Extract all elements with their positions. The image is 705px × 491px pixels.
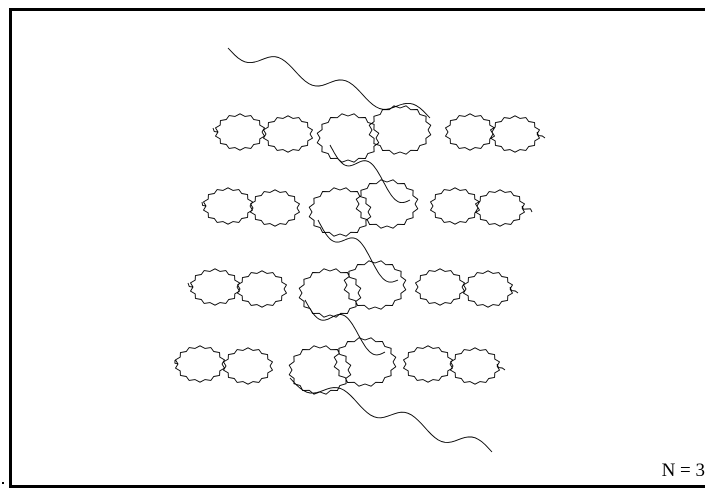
loop-row2-a (203, 187, 253, 225)
spike-left-row1 (212, 127, 219, 133)
connector-3-4 (304, 299, 386, 356)
loop-row4-c (288, 345, 352, 395)
curve-bottom-tail (289, 377, 493, 453)
loop-row4-e (403, 345, 453, 383)
figure-frame (9, 8, 705, 488)
loop-row1-c (316, 113, 380, 163)
loop-row3-a (190, 268, 240, 306)
loop-row3-c (298, 268, 362, 318)
spike-right-row3 (509, 286, 519, 294)
loop-row1-b (263, 115, 313, 153)
loop-row2-c (308, 187, 372, 237)
loop-row2-d (355, 179, 419, 229)
loop-row3-d (343, 260, 407, 310)
connector-2-3 (317, 219, 399, 283)
iteration-label: N = 3 (661, 460, 705, 481)
connector-1-2 (329, 144, 411, 204)
loop-row1-f (490, 115, 540, 153)
loop-row3-f (463, 270, 513, 308)
loop-row4-d (333, 337, 397, 387)
spike-left-row4 (174, 359, 179, 365)
loop-row2-e (430, 187, 480, 225)
fractal-curve (174, 47, 546, 453)
loop-row1-e (445, 113, 495, 151)
spike-right-row4 (496, 363, 506, 371)
loop-row3-e (415, 268, 465, 306)
loop-row3-b (237, 270, 287, 308)
loop-row1-a (215, 113, 265, 151)
spike-left-row2 (201, 201, 207, 207)
spike-right-row1 (536, 131, 546, 139)
loop-row1-d (368, 105, 432, 155)
spike-right-row2 (521, 205, 533, 213)
loop-row2-f (475, 189, 525, 227)
loop-row4-f (450, 347, 500, 385)
corner-mark (2, 482, 4, 484)
loop-row4-a (175, 345, 225, 383)
loop-row4-b (223, 347, 273, 385)
spike-left-row3 (187, 282, 194, 288)
loop-row2-b (250, 189, 300, 227)
